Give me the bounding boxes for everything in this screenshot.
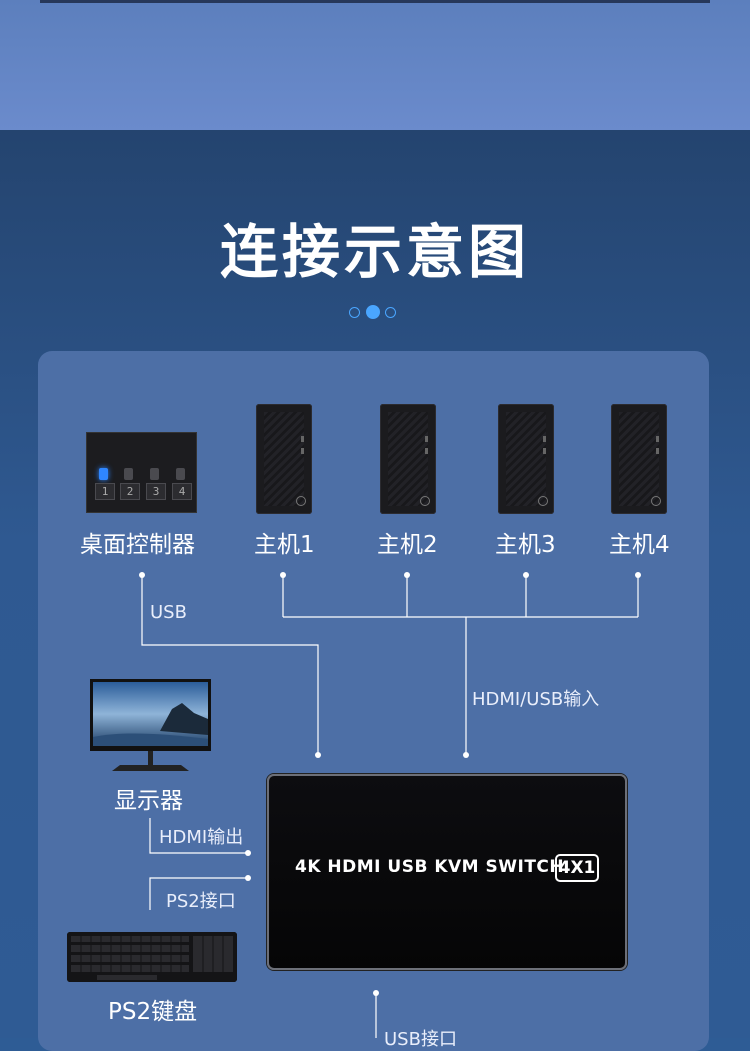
key-1: 1 xyxy=(95,483,115,500)
host3-image xyxy=(498,404,554,514)
kvm-switch-image: 4K HDMI USB KVM SWITCH 4X1 xyxy=(267,774,627,970)
kvm-port-badge: 4X1 xyxy=(555,854,599,882)
key-4: 4 xyxy=(172,483,192,500)
desktop-controller-image: 1 2 3 4 xyxy=(86,432,197,513)
top-banner xyxy=(0,0,750,130)
host1-image xyxy=(256,404,312,514)
keyboard-image xyxy=(67,932,237,982)
hdmi-output-label: HDMI输出 xyxy=(159,827,244,848)
led-1-icon xyxy=(99,468,108,480)
monitor-image xyxy=(90,679,212,779)
host4-image xyxy=(611,404,667,514)
key-3: 3 xyxy=(146,483,166,500)
key-2: 2 xyxy=(120,483,140,500)
usb-port-label: USB接口 xyxy=(384,1029,457,1050)
dot-2-active xyxy=(366,305,380,319)
kvm-switch-label: 4K HDMI USB KVM SWITCH xyxy=(295,857,565,877)
host1-label: 主机1 xyxy=(254,532,315,558)
section-title: 连接示意图 xyxy=(219,218,530,286)
usb-line xyxy=(141,575,319,755)
led-3-icon xyxy=(150,468,159,480)
hdmi-usb-input-label: HDMI/USB输入 xyxy=(472,689,600,710)
host2-image xyxy=(380,404,436,514)
host4-label: 主机4 xyxy=(609,532,670,558)
led-4-icon xyxy=(176,468,185,480)
dot-3 xyxy=(385,307,396,318)
host3-label: 主机3 xyxy=(495,532,556,558)
controller-label: 桌面控制器 xyxy=(80,532,195,558)
keyboard-label: PS2键盘 xyxy=(108,999,198,1025)
previous-section-edge xyxy=(40,0,710,3)
dot-1 xyxy=(349,307,360,318)
led-2-icon xyxy=(124,468,133,480)
monitor-label: 显示器 xyxy=(114,788,183,814)
usb-label: USB xyxy=(150,602,187,623)
host2-label: 主机2 xyxy=(377,532,438,558)
ps2-port-label: PS2接口 xyxy=(166,891,236,912)
